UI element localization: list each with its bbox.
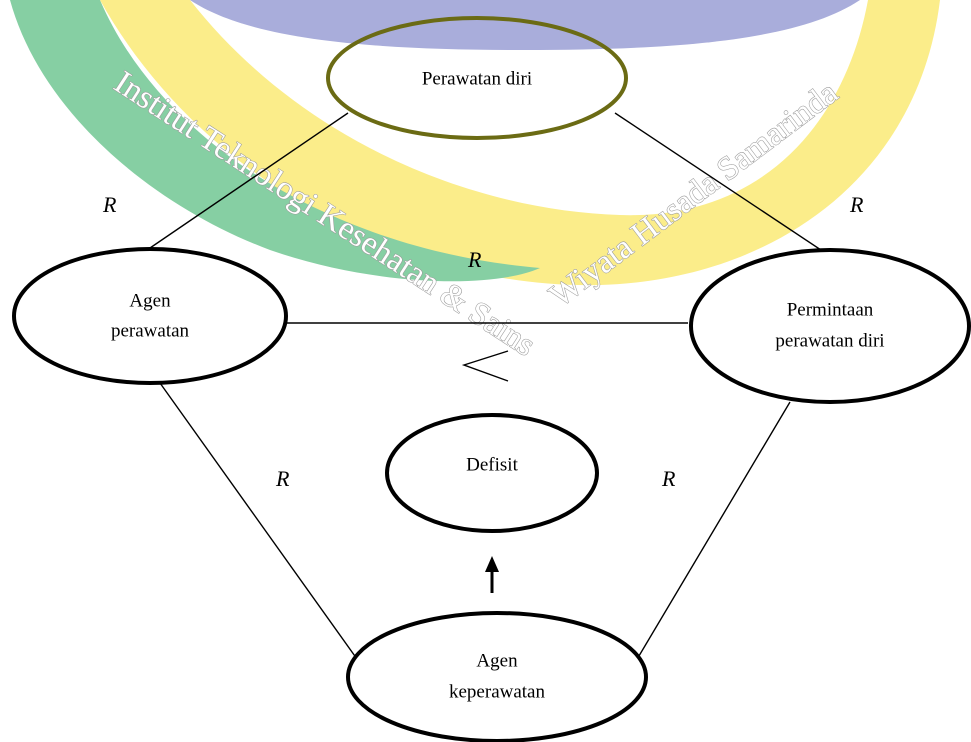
node-agen-keperawatan-ellipse <box>346 611 648 742</box>
node-agen-perawatan-ellipse <box>12 247 288 385</box>
node-defisit-ellipse <box>385 413 599 533</box>
watermark-green-crescent <box>10 0 540 282</box>
line-perawatan-diri-to-permintaan <box>614 112 831 257</box>
node-agen-keperawatan: Agen keperawatan <box>346 611 648 742</box>
relation-labels: R R R R R <box>102 192 864 491</box>
up-arrow-icon <box>485 556 499 593</box>
line-perawatan-diri-to-agen-perawatan <box>149 112 349 249</box>
node-permintaan-label-line2: perawatan diri <box>775 330 884 351</box>
r-label-top-right: R <box>849 192 864 217</box>
less-than-symbol <box>461 350 509 382</box>
node-perawatan-diri: Perawatan diri <box>326 16 628 140</box>
node-defisit-label: Defisit <box>466 454 518 475</box>
node-defisit: Defisit <box>385 413 599 533</box>
r-label-bottom-right: R <box>661 466 676 491</box>
node-permintaan-label-line1: Permintaan <box>787 299 874 320</box>
node-perawatan-diri-label: Perawatan diri <box>422 68 532 89</box>
watermark-yellow-crescent <box>100 0 940 286</box>
r-label-bottom-left: R <box>275 466 290 491</box>
node-agen-keperawatan-label-line2: keperawatan <box>449 681 545 702</box>
r-label-middle: R <box>467 247 482 272</box>
node-agen-keperawatan-label-line1: Agen <box>476 650 518 671</box>
node-permintaan-perawatan-diri: Permintaan perawatan diri <box>689 248 971 404</box>
node-permintaan-ellipse <box>689 248 971 404</box>
node-agen-perawatan-label-line1: Agen <box>129 290 171 311</box>
r-label-top-left: R <box>102 192 117 217</box>
watermark-purple-arc <box>190 0 860 50</box>
line-permintaan-to-agen-keperawatan <box>632 401 791 667</box>
connections <box>149 112 831 667</box>
line-agen-perawatan-to-agen-keperawatan <box>159 382 363 667</box>
node-agen-perawatan: Agen perawatan <box>12 247 288 385</box>
node-agen-perawatan-label-line2: perawatan <box>111 320 190 341</box>
node-perawatan-diri-ellipse <box>326 16 628 140</box>
